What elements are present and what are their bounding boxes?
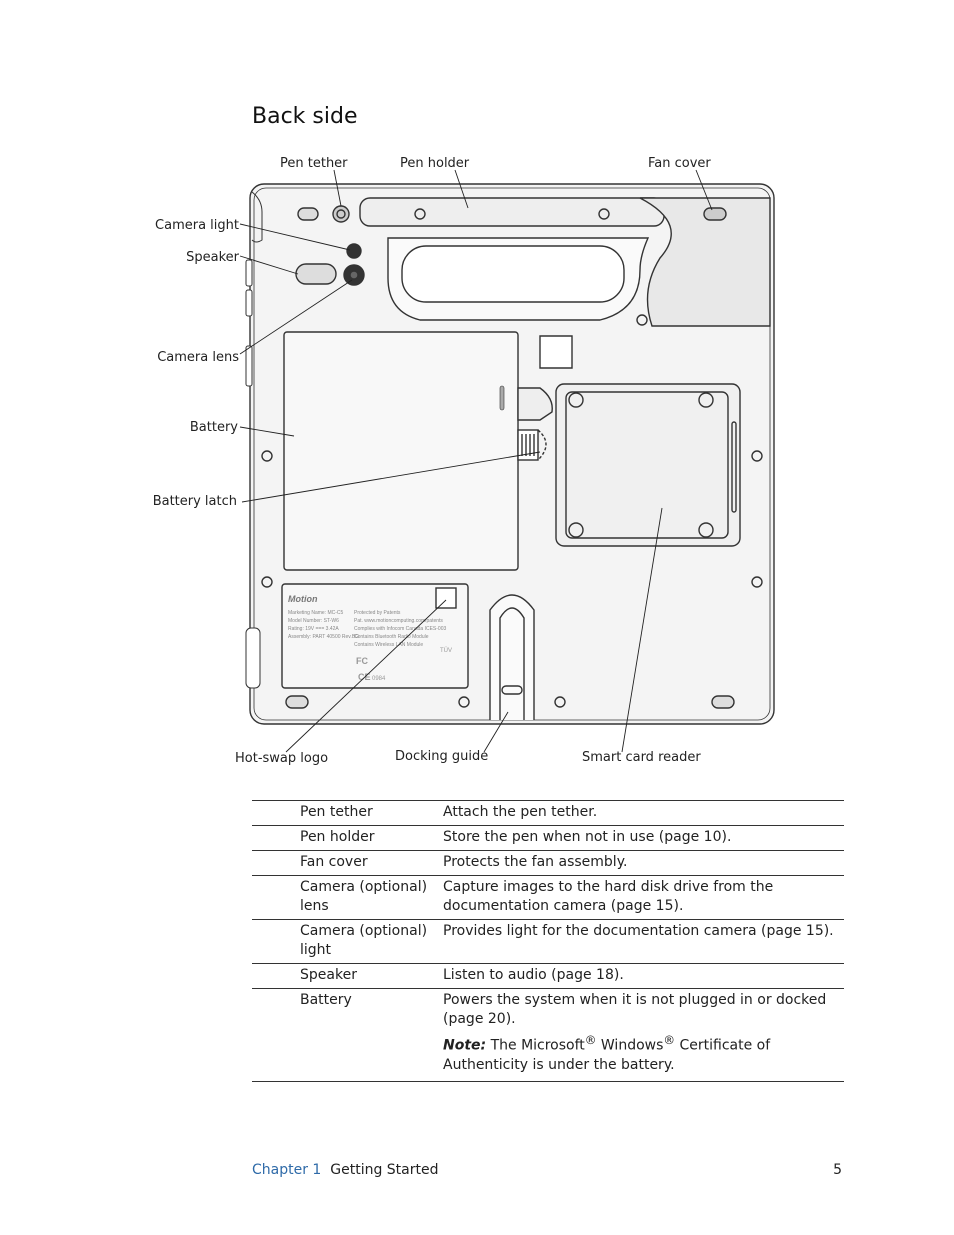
callout-pen-holder: Pen holder bbox=[400, 156, 470, 171]
label-right-line: Contains Wireless LAN Module bbox=[354, 642, 423, 648]
tablet-back-illustration bbox=[245, 183, 775, 725]
label-right-line: Contains Bluetooth Radio Module bbox=[354, 634, 429, 640]
registered-mark: ® bbox=[663, 1033, 676, 1047]
callout-hot-swap-logo: Hot-swap logo bbox=[235, 751, 328, 766]
back-side-features-table: Pen tether Attach the pen tether. Pen ho… bbox=[252, 800, 844, 1082]
feature-description: Powers the system when it is not plugged… bbox=[443, 988, 844, 1082]
callout-battery-latch: Battery latch bbox=[153, 494, 237, 509]
callout-smart-card-reader: Smart card reader bbox=[582, 750, 701, 765]
feature-description: Listen to audio (page 18). bbox=[443, 963, 844, 989]
registered-mark: ® bbox=[584, 1033, 597, 1047]
callout-speaker: Speaker bbox=[186, 250, 240, 265]
feature-description: Store the pen when not in use (page 10). bbox=[443, 825, 844, 851]
label-left-line: Assembly: PART 40500 Rev.BG bbox=[288, 634, 359, 640]
regulatory-label: Motion Marketing Name: MC-C5 Model Numbe… bbox=[288, 594, 452, 682]
callout-labels: Pen tether Pen holder Fan cover Camera l… bbox=[153, 156, 712, 766]
callout-camera-light: Camera light bbox=[155, 218, 239, 233]
section-heading: Back side bbox=[252, 104, 358, 129]
callout-fan-cover: Fan cover bbox=[648, 156, 711, 171]
device-back-diagram: Motion Marketing Name: MC-C5 Model Numbe… bbox=[153, 156, 775, 766]
battery-note: Note: The Microsoft® Windows® Certificat… bbox=[443, 1031, 844, 1075]
label-right-line: Pat. www.motioncomputing.com/patents bbox=[354, 618, 443, 624]
label-brand: Motion bbox=[288, 594, 318, 604]
table-row: Camera (optional) lens Capture images to… bbox=[252, 875, 844, 920]
callout-camera-lens: Camera lens bbox=[157, 350, 239, 365]
note-text: Windows bbox=[600, 1037, 664, 1054]
ce-number: 0984 bbox=[372, 676, 386, 682]
callout-leader-lines bbox=[239, 169, 713, 753]
note-text: The Microsoft bbox=[490, 1037, 585, 1054]
tuv-mark: TÜV bbox=[440, 647, 452, 654]
table-row: Pen tether Attach the pen tether. bbox=[252, 800, 844, 826]
label-right-line: Protected by Patents bbox=[354, 610, 401, 616]
callout-docking-guide: Docking guide bbox=[395, 749, 488, 764]
ce-mark: CE bbox=[358, 672, 371, 682]
chapter-title: Getting Started bbox=[330, 1162, 439, 1178]
battery-description: Powers the system when it is not plugged… bbox=[443, 992, 827, 1027]
note-text: Certificate of Authenticity is under the… bbox=[443, 1037, 771, 1073]
callout-pen-tether: Pen tether bbox=[280, 156, 348, 171]
feature-name: Fan cover bbox=[300, 850, 443, 876]
feature-description: Attach the pen tether. bbox=[443, 800, 844, 826]
label-left-line: Rating: 19V === 3.42A bbox=[288, 626, 339, 632]
table-row: Fan cover Protects the fan assembly. bbox=[252, 850, 844, 876]
page-number: 5 bbox=[833, 1162, 842, 1178]
note-label: Note: bbox=[443, 1037, 487, 1054]
label-right-line: Complies with Infocom Canada ICES-003 bbox=[354, 626, 446, 632]
table-row: Speaker Listen to audio (page 18). bbox=[252, 963, 844, 989]
table-row: Pen holder Store the pen when not in use… bbox=[252, 825, 844, 851]
feature-name: Battery bbox=[300, 988, 443, 1082]
feature-name: Pen tether bbox=[300, 800, 443, 826]
chapter-number: Chapter 1 bbox=[252, 1162, 322, 1178]
feature-description: Protects the fan assembly. bbox=[443, 850, 844, 876]
table-row: Battery Powers the system when it is not… bbox=[252, 988, 844, 1082]
feature-name: Camera (optional) light bbox=[300, 919, 443, 964]
feature-description: Provides light for the documentation cam… bbox=[443, 919, 844, 964]
page-footer-chapter: Chapter 1 Getting Started bbox=[252, 1162, 439, 1178]
feature-description: Capture images to the hard disk drive fr… bbox=[443, 875, 844, 920]
callout-battery: Battery bbox=[190, 420, 238, 435]
feature-name: Camera (optional) lens bbox=[300, 875, 443, 920]
fcc-mark: FC bbox=[356, 656, 368, 666]
label-left-line: Model Number: ST-W6 bbox=[288, 618, 339, 624]
feature-name: Speaker bbox=[300, 963, 443, 989]
feature-name: Pen holder bbox=[300, 825, 443, 851]
table-row: Camera (optional) light Provides light f… bbox=[252, 919, 844, 964]
label-left-line: Marketing Name: MC-C5 bbox=[288, 610, 344, 616]
